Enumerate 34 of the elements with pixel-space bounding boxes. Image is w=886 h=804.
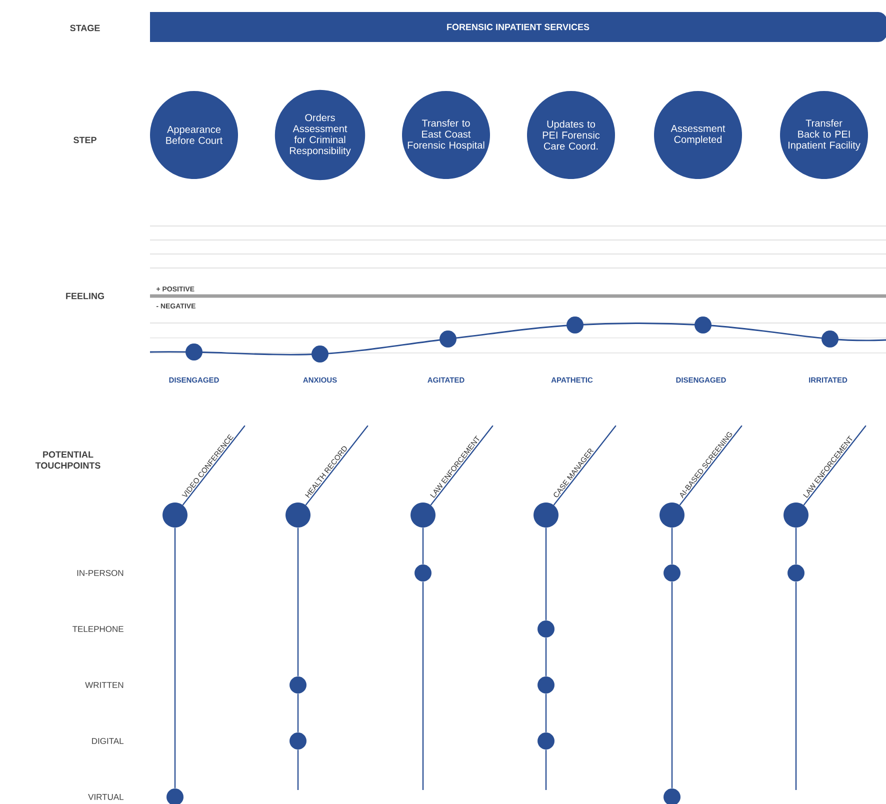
channel-dot: [788, 564, 804, 582]
channel-label: DIGITAL: [92, 738, 124, 744]
channel-label: WRITTEN: [85, 682, 124, 688]
channel-dot: [538, 620, 554, 638]
connector-line: [297, 528, 299, 676]
touchpoint-dot: [410, 502, 436, 528]
channel-dot: [414, 564, 432, 582]
connector-line: [297, 694, 299, 732]
touchpoint-dot: [784, 502, 808, 528]
connector-line: [545, 694, 547, 732]
row-heading: STEP: [74, 136, 96, 144]
row-heading: POTENTIAL TOUCHPOINTS: [35, 451, 100, 469]
channel-dot: [290, 676, 306, 694]
row-heading: FEELING: [66, 292, 104, 300]
connector-line: [422, 528, 424, 564]
connector-line: [795, 528, 797, 564]
touchpoint-dot: [660, 502, 684, 528]
row-heading: STAGE: [70, 24, 100, 32]
connector-line: [545, 638, 547, 676]
touchpoint-dot: [162, 502, 188, 528]
connector-line: [174, 528, 176, 788]
channel-label: TELEPHONE: [72, 626, 124, 632]
connector-line: [545, 528, 547, 620]
channel-dot: [538, 732, 554, 750]
touchpoint-dot: [534, 502, 558, 528]
channel-label: VIRTUAL: [88, 794, 124, 800]
connector-line: [671, 528, 673, 564]
channel-dot: [290, 732, 306, 750]
touchpoint-dot: [286, 502, 310, 528]
stage-band: FORENSIC INPATIENT SERVICES: [150, 12, 886, 42]
channel-label: IN-PERSON: [77, 570, 124, 576]
channel-dot: [538, 676, 554, 694]
channel-dot: [664, 564, 680, 582]
connector-line: [671, 582, 673, 788]
